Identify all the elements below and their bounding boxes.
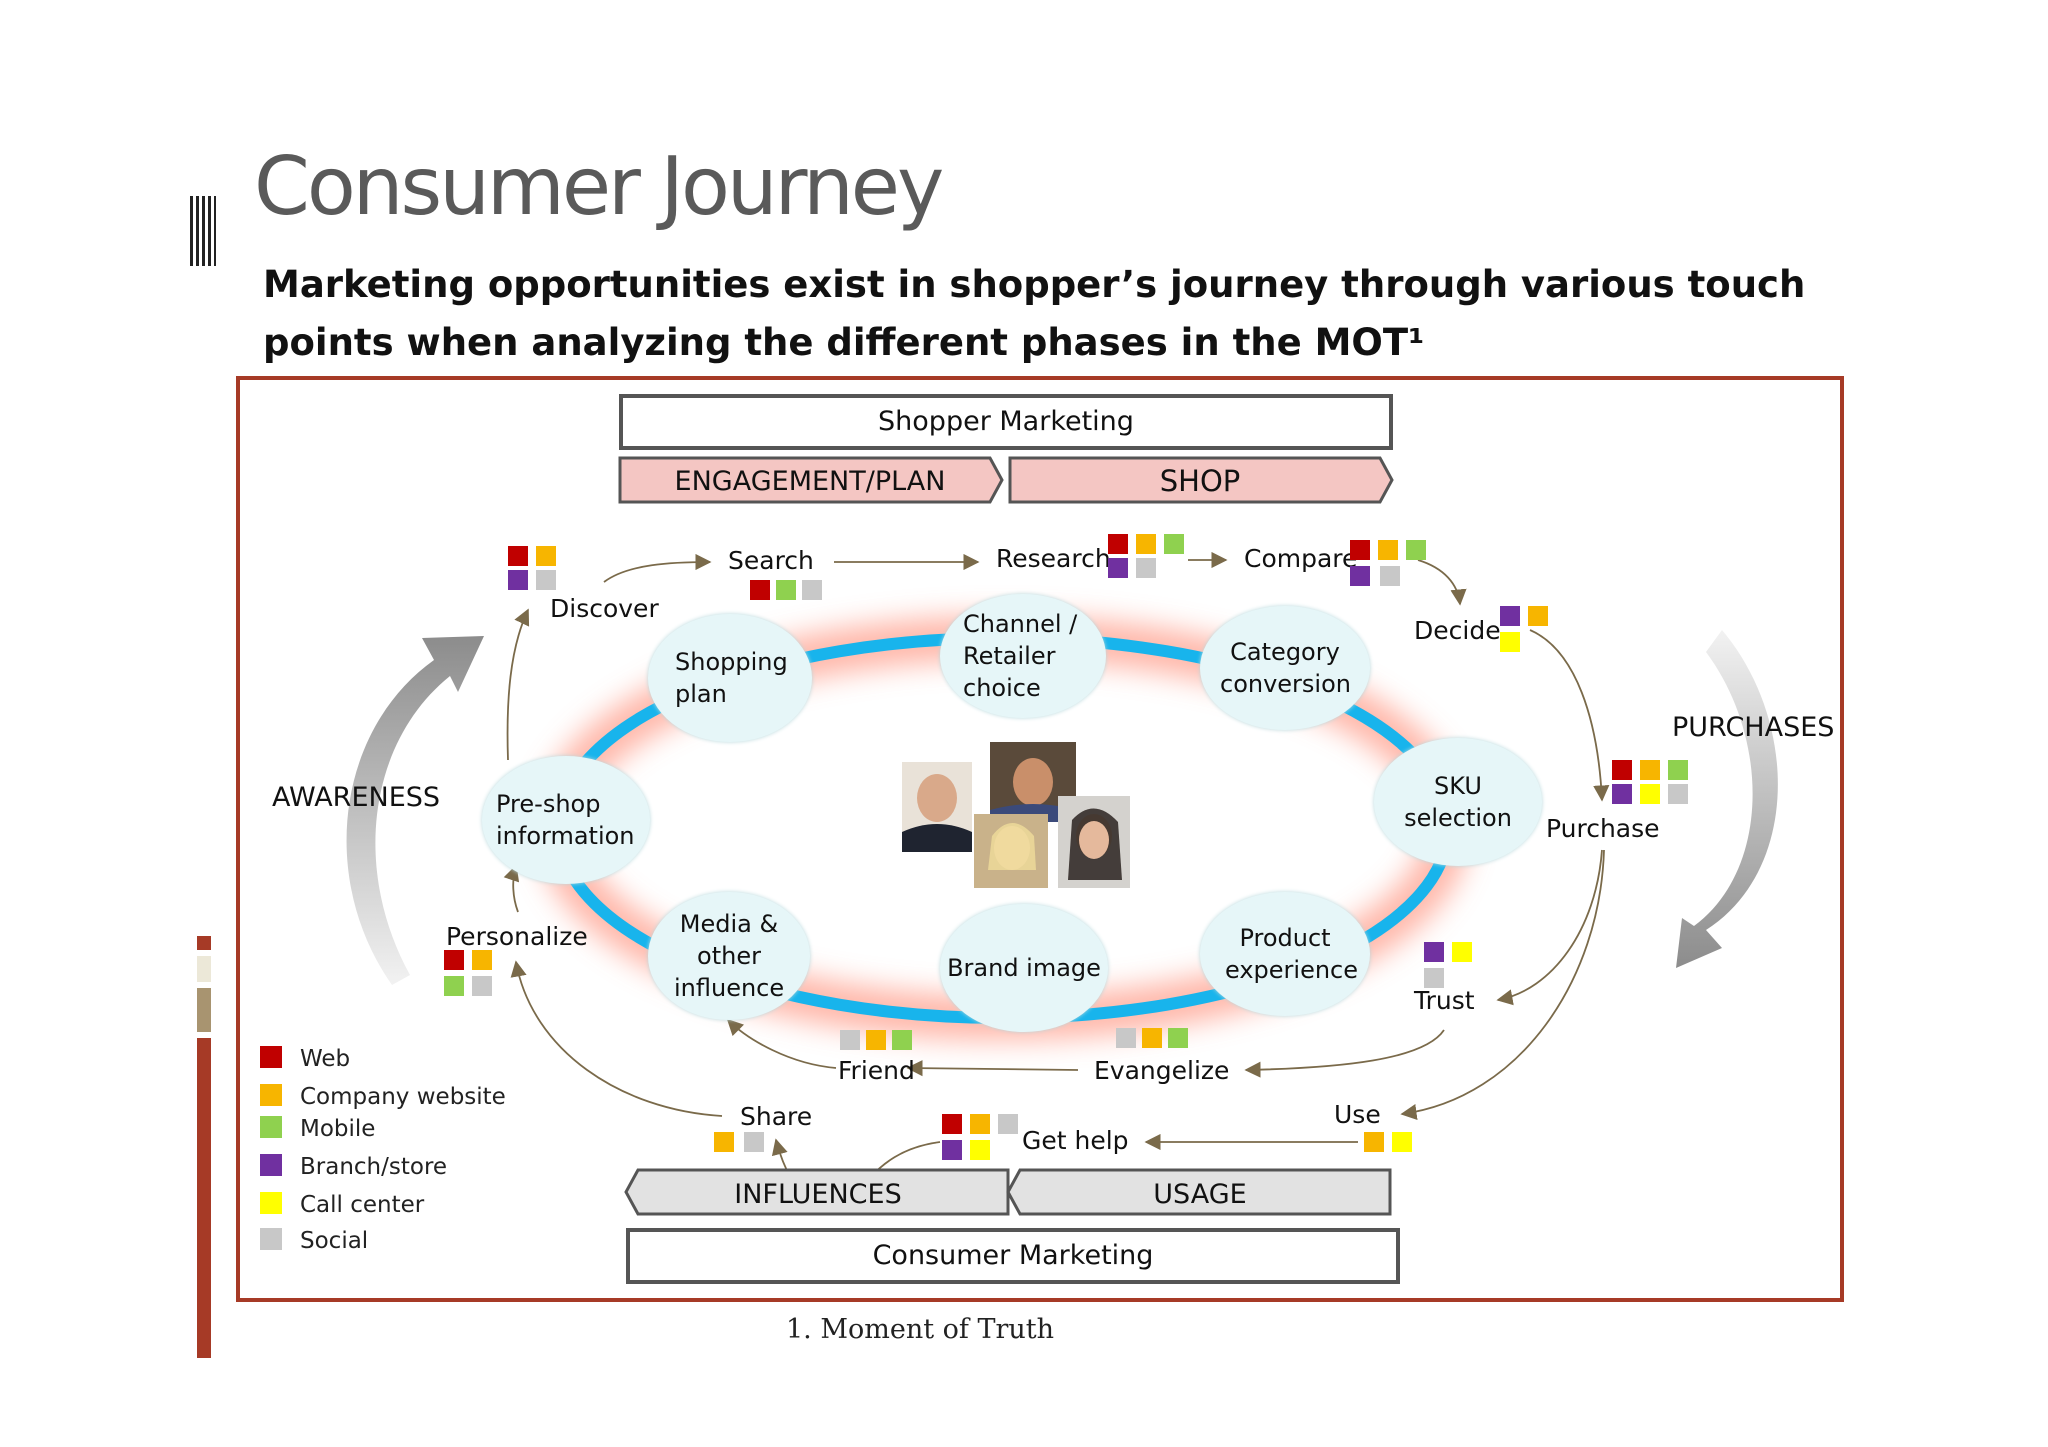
arrow-share-personalize [510,960,723,1117]
touchpoint-use: Use [1334,1100,1381,1129]
legend-label-branch-store: Branch/store [300,1154,448,1180]
awareness-arrow-icon [346,636,484,985]
touchpoint-share: Share [740,1102,813,1131]
legend-swatch-social [260,1228,282,1250]
legend-swatch-branch-store [260,1154,282,1176]
awareness-label: AWARENESS [272,782,441,813]
node-channel-retailer-choice: Channel / Retailer choice [940,594,1106,718]
arrow-compare-decide [1417,559,1467,606]
arrow-friend-media [726,1018,837,1069]
touchpoint-personalize: Personalize [446,922,588,951]
legend-swatch-company-website [260,1084,282,1106]
touchpoint-get-help: Get help [1022,1126,1129,1155]
legend-label-mobile: Mobile [300,1116,376,1142]
legend-label-call-center: Call center [300,1192,425,1218]
node-shopping-plan: Shopping plan [648,614,812,742]
touchpoint-discover: Discover [550,594,659,623]
touchpoint-compare: Compare [1244,544,1358,573]
node-sku-selection: SKU selection [1374,738,1542,866]
shop-arrow: SHOP [1008,456,1394,504]
shopper-marketing-box: Shopper Marketing [619,394,1393,450]
touchpoint-research: Research [996,544,1111,573]
influences-arrow: INFLUENCES [624,1168,1010,1216]
engagement-plan-label: ENGAGEMENT/PLAN [675,466,946,497]
purchases-label: PURCHASES [1672,712,1835,743]
arrow-evangelize-friend [906,1060,1079,1077]
arrow-purchase-trust [1496,849,1603,1006]
title-bar-icon [190,196,216,266]
usage-label: USAGE [1153,1179,1246,1210]
touchpoint-decide: Decide [1414,616,1501,645]
legend-swatch-call-center [260,1192,282,1214]
arrow-trust-evangelize [1244,1029,1445,1078]
legend-swatch-mobile [260,1116,282,1138]
side-accent-bar [197,936,211,1358]
touchpoint-trust: Trust [1414,986,1475,1015]
purchases-arrow-icon [1676,630,1778,968]
legend-label-web: Web [300,1046,351,1072]
node-brand-image: Brand image [940,904,1108,1032]
page-subtitle: Marketing opportunities exist in shopper… [263,263,1806,364]
legend-label-social: Social [300,1228,369,1254]
engagement-plan-arrow: ENGAGEMENT/PLAN [618,456,1004,504]
touchpoint-friend: Friend [838,1056,915,1085]
arrow-preshop-discover [506,608,530,761]
node-category-conversion: Category conversion [1200,606,1370,730]
touchpoint-search: Search [728,546,814,575]
influences-label: INFLUENCES [734,1179,901,1210]
shop-label: SHOP [1160,464,1241,498]
node-pre-shop-information: Pre-shop information [482,756,650,884]
node-product-experience: Product experience [1200,892,1370,1016]
arrow-personalize-preshop [503,864,520,913]
legend-label-company-website: Company website [300,1084,506,1110]
legend-swatch-web [260,1046,282,1068]
arrow-decide-purchase [1529,629,1610,802]
node-media-other-influence: Media & other influence [648,892,810,1020]
touchpoint-evangelize: Evangelize [1094,1056,1230,1085]
arrow-discover-search [603,553,712,583]
page-title: Consumer Journey [254,140,944,233]
arrow-purchase-use [1400,849,1605,1121]
touchpoint-purchase: Purchase [1546,814,1660,843]
usage-arrow: USAGE [1006,1168,1392,1216]
footnote: 1. Moment of Truth [786,1314,1055,1345]
diagram-frame [236,376,1844,1302]
shoppers-photo-collage [902,742,1130,888]
consumer-marketing-box: Consumer Marketing [626,1228,1400,1284]
